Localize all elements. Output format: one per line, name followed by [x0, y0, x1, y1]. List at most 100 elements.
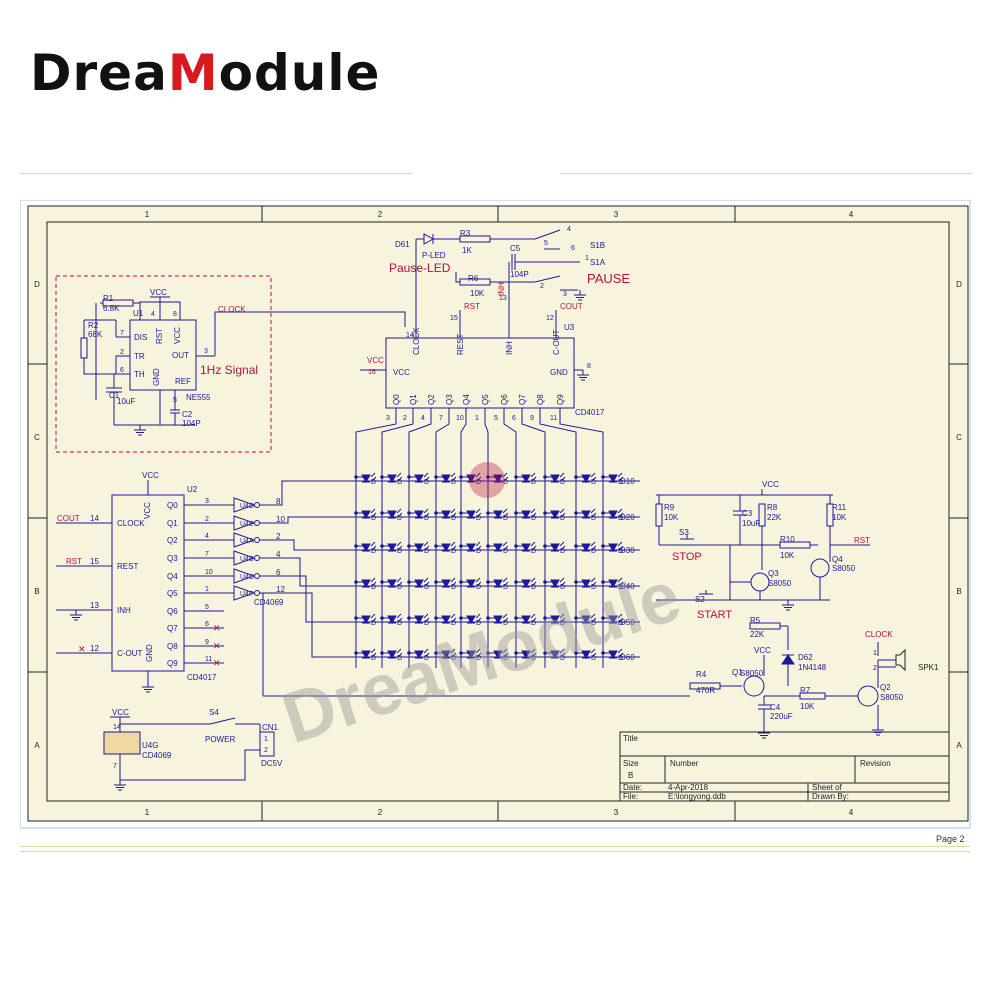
zone-label-row: C [34, 433, 40, 442]
u2-cout-net: COUT [57, 514, 80, 523]
led-ray [475, 541, 481, 547]
led-designator: D [531, 479, 536, 486]
junction-dot [543, 511, 547, 515]
junction-dot [354, 475, 358, 479]
led-ray [559, 508, 565, 514]
junction-dot [354, 511, 358, 515]
led-designator: D [503, 548, 508, 555]
led-designator: D [503, 620, 508, 627]
led-designator: D [451, 655, 456, 662]
q3-label: Q3 [768, 569, 779, 578]
led-ray [590, 541, 596, 547]
led-ray [617, 472, 623, 478]
led-designator: D [397, 620, 402, 627]
led-ray [423, 508, 429, 514]
led-designator: D [397, 655, 402, 662]
inverter-out-number: 10 [276, 515, 285, 524]
junction-dot [407, 511, 411, 515]
led-ray [476, 512, 482, 518]
junction-dot [407, 475, 411, 479]
junction-dot [543, 651, 547, 655]
r11-value: 10K [832, 513, 847, 522]
junction-dot [514, 511, 518, 515]
sound-clock-net: CLOCK [865, 630, 893, 639]
u2-output-label: Q8 [167, 642, 178, 651]
u2-rst-net: RST [66, 557, 82, 566]
r7-label: R7 [800, 686, 811, 695]
junction-dot [486, 475, 490, 479]
led-row-label: D20 [620, 513, 635, 522]
u3-pin-number: 14 [406, 332, 414, 339]
ne555-part-name: NE555 [186, 393, 211, 402]
zone-label-row: D [956, 280, 962, 289]
u3-output-label: Q8 [536, 394, 545, 405]
led-ray [371, 476, 377, 482]
switch-pin-number: 3 [563, 291, 567, 298]
s4-switch [209, 717, 236, 725]
junction-dot [434, 651, 438, 655]
led-ray [530, 577, 536, 583]
inverter-bubble [254, 573, 260, 579]
led-ray [503, 652, 509, 658]
junction-dot [574, 580, 578, 584]
led-designator: D [591, 479, 596, 486]
u4g-pin-number: 14 [113, 724, 121, 731]
led-ray [530, 472, 536, 478]
led-designator: D [531, 584, 536, 591]
led-ray [475, 472, 481, 478]
d62-label: D62 [798, 653, 813, 662]
u3-cout-net: COUT [560, 302, 583, 311]
r1-value: 6.8K [103, 304, 120, 313]
vcc-label: VCC [754, 646, 771, 655]
watermark-dot [469, 462, 505, 498]
led-designator: D [618, 515, 623, 522]
c2-label: C2 [182, 410, 193, 419]
led-ray [531, 581, 537, 587]
u3-gnd-pin: GND [550, 368, 568, 377]
led-ray [502, 648, 508, 654]
junction-dot [380, 544, 384, 548]
u3-chip [385, 337, 575, 409]
led-designator: D [503, 479, 508, 486]
led-ray [560, 476, 566, 482]
junction-dot [380, 616, 384, 620]
led-designator: D [451, 548, 456, 555]
led-ray [531, 545, 537, 551]
inverter-out-number: 12 [276, 585, 285, 594]
u3-output-label: Q1 [409, 394, 418, 405]
junction-dot [459, 580, 463, 584]
led-ray [397, 581, 403, 587]
led-designator: D [451, 515, 456, 522]
zone-label-row: A [956, 741, 962, 750]
junction-dot [601, 651, 605, 655]
u3-output-number: 1 [475, 415, 479, 422]
inverter-label: U4F [240, 591, 253, 598]
junction-dot [434, 475, 438, 479]
u4g-chip [103, 731, 141, 755]
led-ray [424, 617, 430, 623]
led-ray [617, 648, 623, 654]
title-block-date-value: 4-Apr-2018 [668, 783, 709, 792]
led-designator: D [476, 515, 481, 522]
led-designator: D [476, 548, 481, 555]
led-row-label: D30 [620, 546, 635, 555]
top-rule-left [20, 173, 412, 174]
no-connect-icon: ✕ [213, 623, 221, 633]
junction-dot [514, 651, 518, 655]
junction-dot [407, 580, 411, 584]
led-ray [450, 648, 456, 654]
r10-label: R10 [780, 535, 795, 544]
junction-dot [459, 511, 463, 515]
led-ray [396, 472, 402, 478]
led-ray [559, 541, 565, 547]
q2-label: Q2 [880, 683, 891, 692]
inverter-out-number: 8 [276, 497, 281, 506]
u2-output-label: Q4 [167, 572, 178, 581]
led-designator: D [397, 515, 402, 522]
ne555-pin-label: TH [134, 370, 145, 379]
junction-dot [543, 544, 547, 548]
junction-dot [354, 580, 358, 584]
junction-dot [574, 544, 578, 548]
led-designator: D [560, 515, 565, 522]
